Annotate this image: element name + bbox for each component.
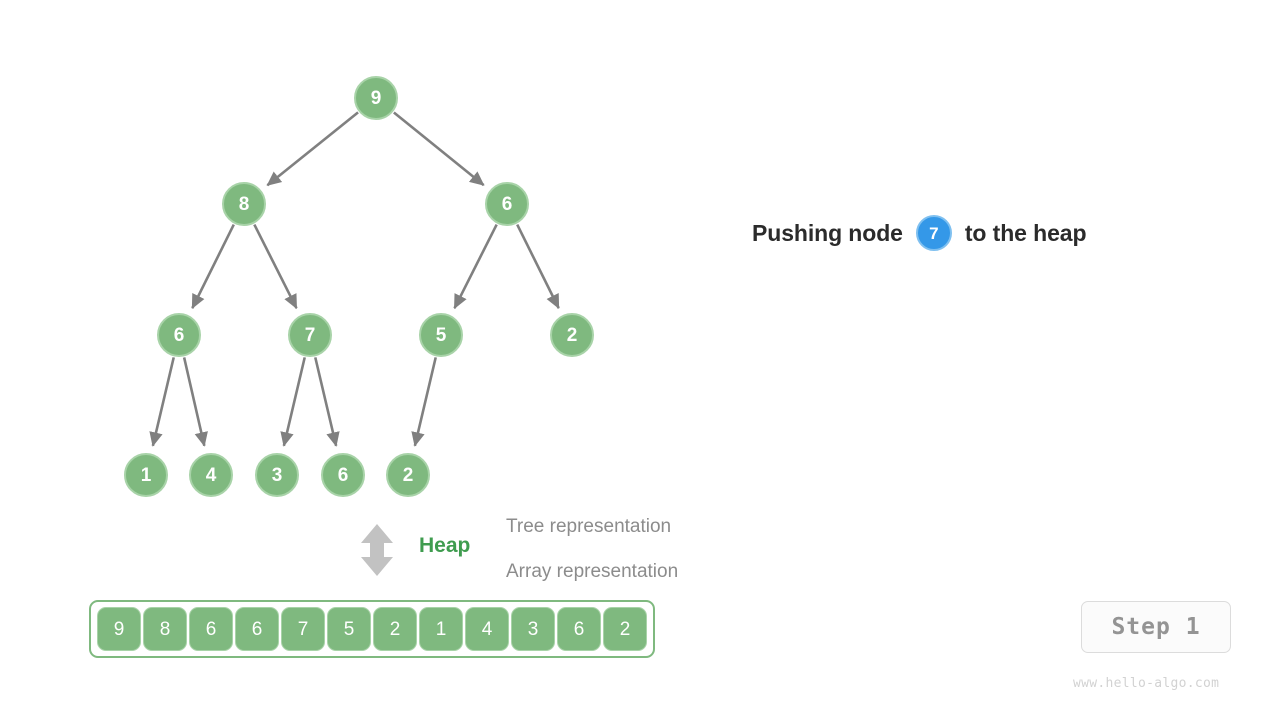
- tree-node-value: 6: [173, 324, 185, 346]
- array-cell[interactable]: 6: [189, 607, 233, 651]
- tree-node[interactable]: 9: [354, 76, 398, 120]
- array-cell-value: 1: [435, 618, 447, 640]
- tree-edge: [280, 357, 306, 447]
- tree-edge: [182, 357, 208, 447]
- tree-edge: [149, 357, 175, 447]
- tree-node-value: 5: [435, 324, 447, 346]
- tree-node[interactable]: 3: [255, 453, 299, 497]
- array-cell[interactable]: 1: [419, 607, 463, 651]
- array-cell-value: 6: [251, 618, 263, 640]
- step-label: Step 1: [1111, 614, 1201, 640]
- array-cell-value: 6: [205, 618, 217, 640]
- tree-edge: [516, 224, 560, 310]
- tree-node[interactable]: 6: [485, 182, 529, 226]
- array-cell-value: 2: [619, 618, 631, 640]
- tree-node-value: 2: [566, 324, 578, 346]
- array-cell[interactable]: 5: [327, 607, 371, 651]
- tree-edge: [393, 111, 485, 187]
- array-cell[interactable]: 2: [373, 607, 417, 651]
- array-cell[interactable]: 8: [143, 607, 187, 651]
- tree-edge: [191, 224, 235, 310]
- array-cell[interactable]: 6: [557, 607, 601, 651]
- array-cell-value: 7: [297, 618, 309, 640]
- headline-prefix: Pushing node: [752, 219, 903, 246]
- tree-node-value: 3: [271, 464, 283, 486]
- tree-edge: [253, 223, 298, 310]
- tree-representation-label: Tree representation: [506, 516, 672, 537]
- array-cell-value: 3: [527, 618, 539, 640]
- tree-node[interactable]: 2: [386, 453, 430, 497]
- array-cell-value: 4: [481, 618, 493, 640]
- tree-node[interactable]: 1: [124, 453, 168, 497]
- push-node-badge-value: 7: [929, 223, 939, 243]
- tree-node[interactable]: 6: [321, 453, 365, 497]
- headline: Pushing node 7 to the heap: [752, 215, 1087, 251]
- headline-suffix: to the heap: [964, 219, 1087, 246]
- array-cell[interactable]: 6: [235, 607, 279, 651]
- array-cell[interactable]: 3: [511, 607, 555, 651]
- array-cell[interactable]: 9: [97, 607, 141, 651]
- array-cell-value: 5: [343, 618, 355, 640]
- tree-node[interactable]: 6: [157, 313, 201, 357]
- tree-node[interactable]: 4: [189, 453, 233, 497]
- tree-node-value: 7: [304, 324, 316, 346]
- tree-node-value: 9: [370, 87, 382, 109]
- tree-node[interactable]: 8: [222, 182, 266, 226]
- tree-edge: [453, 223, 498, 310]
- array-cell-value: 6: [573, 618, 585, 640]
- array-cell[interactable]: 2: [603, 607, 647, 651]
- array-representation: 9 8 6 6 7 5 2 1 4 3 6 2: [89, 600, 655, 658]
- array-cell[interactable]: 7: [281, 607, 325, 651]
- array-cell-value: 2: [389, 618, 401, 640]
- array-cell-value: 8: [159, 618, 171, 640]
- heap-label: Heap: [419, 534, 471, 557]
- double-arrow-vertical-icon: [361, 524, 393, 576]
- tree-node-value: 6: [337, 464, 349, 486]
- tree-edge: [266, 111, 359, 187]
- tree-node-value: 4: [205, 464, 217, 486]
- watermark: www.hello-algo.com: [1073, 676, 1220, 691]
- tree-node[interactable]: 2: [550, 313, 594, 357]
- tree-node-value: 8: [238, 193, 250, 215]
- step-indicator: Step 1: [1081, 601, 1231, 653]
- array-cell-value: 9: [113, 618, 125, 640]
- push-node-badge: 7: [915, 215, 952, 251]
- tree-node-value: 1: [140, 464, 152, 486]
- tree-node-value: 2: [402, 464, 414, 486]
- tree-node[interactable]: 7: [288, 313, 332, 357]
- array-cell[interactable]: 4: [465, 607, 509, 651]
- tree-edge: [411, 357, 437, 447]
- tree-node[interactable]: 5: [419, 313, 463, 357]
- edge-layer: [149, 111, 560, 447]
- tree-node-value: 6: [501, 193, 513, 215]
- tree-edge: [314, 357, 340, 447]
- array-representation-label: Array representation: [506, 561, 679, 582]
